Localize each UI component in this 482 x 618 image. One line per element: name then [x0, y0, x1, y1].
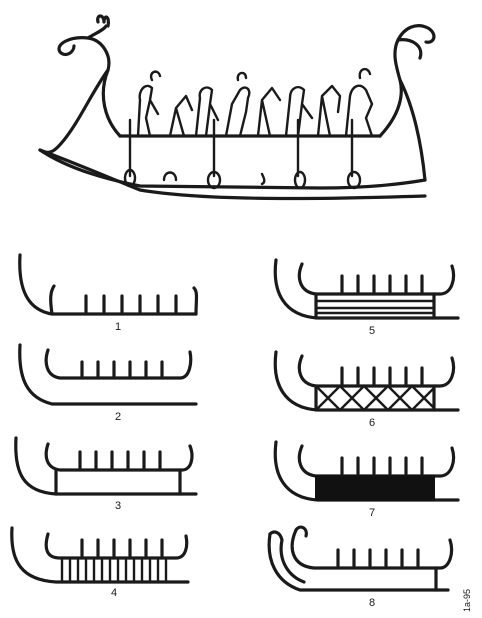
variant-number: 5 — [369, 325, 375, 337]
variant-6: 6 — [275, 352, 458, 429]
side-note: 1a-95 — [462, 589, 472, 612]
variant-2: 2 — [20, 345, 196, 423]
variant-number: 7 — [369, 507, 375, 519]
variant-8: 8 — [269, 527, 451, 609]
variant-4: 4 — [12, 528, 188, 599]
variant-number: 8 — [369, 597, 375, 609]
variant-number: 4 — [111, 587, 117, 599]
variant-number: 1 — [115, 321, 121, 333]
variant-5: 5 — [275, 260, 458, 337]
crew-figures — [138, 69, 372, 136]
variant-number: 6 — [369, 417, 375, 429]
variant-7: 7 — [275, 442, 458, 519]
main-longship — [40, 16, 434, 198]
variant-1: 1 — [20, 255, 197, 333]
variant-number: 2 — [115, 411, 121, 423]
variant-3: 3 — [16, 438, 196, 512]
variant-number: 3 — [115, 500, 121, 512]
